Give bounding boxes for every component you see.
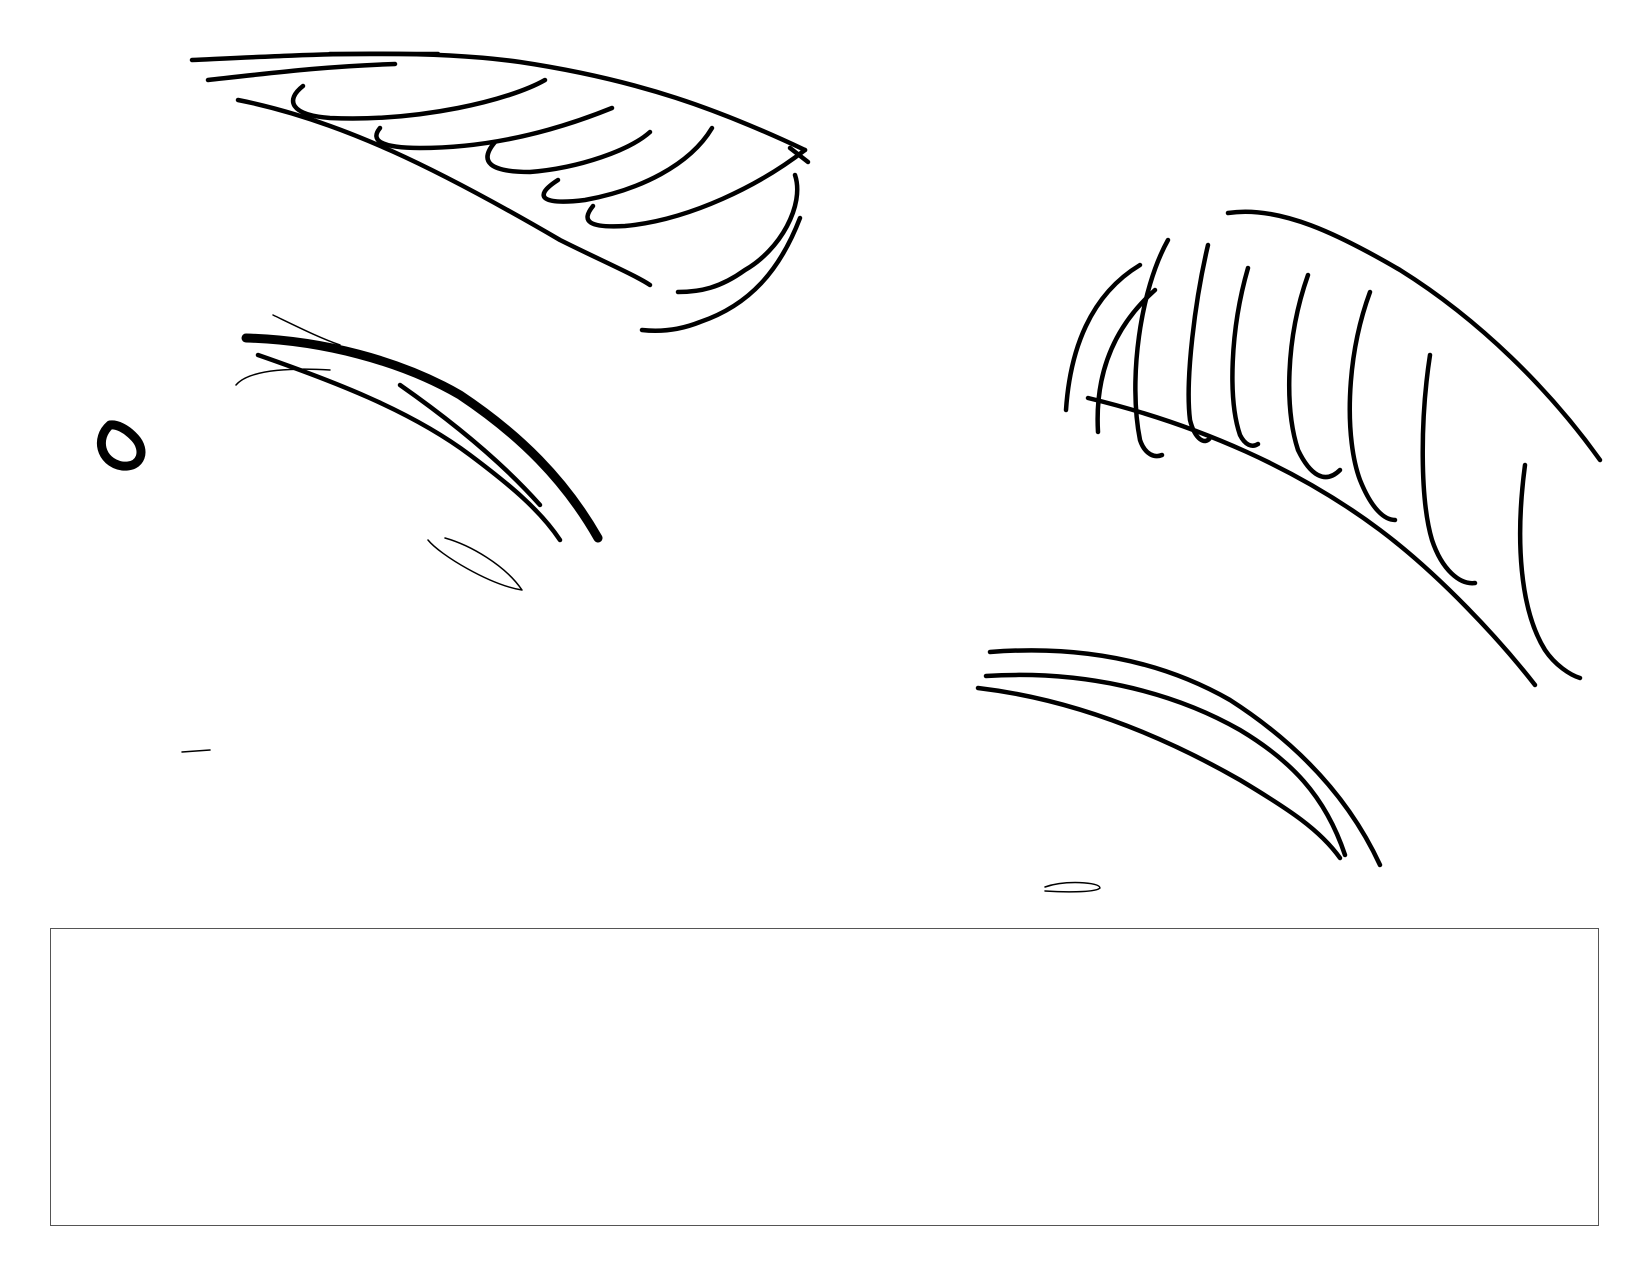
lash-stroke bbox=[374, 105, 615, 151]
lash-stroke bbox=[1347, 289, 1398, 523]
lash-stroke bbox=[205, 61, 398, 83]
lash-stroke bbox=[1517, 462, 1583, 681]
closed-eye-right bbox=[975, 648, 1383, 868]
eyelid-stroke bbox=[983, 672, 1348, 858]
dash-mark bbox=[1044, 881, 1101, 893]
lash-stroke bbox=[1085, 395, 1538, 688]
lash-stroke bbox=[235, 97, 653, 288]
lash-stroke bbox=[541, 125, 715, 204]
lash-stroke bbox=[787, 145, 811, 165]
lash-stroke bbox=[485, 129, 653, 175]
eyelid-stroke bbox=[397, 382, 543, 508]
lash-stroke bbox=[639, 215, 803, 333]
eyelid-stroke bbox=[255, 352, 563, 543]
lash-stroke bbox=[1420, 352, 1478, 586]
eyelid-stroke bbox=[975, 685, 1343, 861]
highlight-mark bbox=[427, 537, 523, 591]
dash-mark bbox=[181, 749, 211, 753]
lash-stroke bbox=[1286, 272, 1343, 480]
lash-stroke bbox=[1133, 237, 1171, 459]
caption-text bbox=[51, 929, 1598, 977]
lash-stroke bbox=[189, 51, 808, 153]
sketch-marks bbox=[97, 420, 1101, 893]
lash-stroke bbox=[1095, 287, 1158, 435]
eyelid-stroke bbox=[235, 368, 331, 386]
lash-stroke bbox=[1186, 242, 1213, 444]
caption-panel bbox=[50, 928, 1599, 1226]
lash-stroke bbox=[675, 172, 800, 295]
lash-stroke bbox=[1063, 262, 1143, 413]
eyelid-stroke bbox=[241, 333, 603, 543]
lash-stroke bbox=[1225, 209, 1603, 463]
eyelid-stroke bbox=[987, 648, 1383, 868]
dot-mark bbox=[97, 420, 146, 471]
upper-lashes-right bbox=[1063, 209, 1603, 688]
lash-stroke bbox=[290, 77, 548, 121]
sketch-guideline bbox=[272, 314, 341, 346]
closed-eye-left bbox=[235, 314, 603, 543]
lash-stroke bbox=[585, 147, 808, 229]
upper-lashes-left bbox=[189, 51, 811, 333]
lash-stroke bbox=[1230, 265, 1261, 448]
